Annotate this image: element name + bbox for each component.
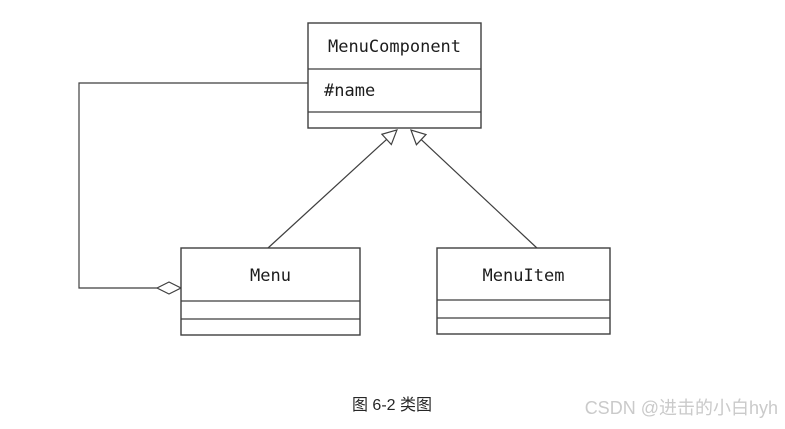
generalization-menuitem-edge bbox=[410, 129, 539, 250]
class-box-menu: Menu bbox=[180, 247, 361, 336]
watermark-text: CSDN @进击的小白hyh bbox=[585, 398, 778, 418]
aggregation-diamond-icon bbox=[155, 281, 183, 295]
class-box-menucomponent: MenuComponent #name bbox=[307, 22, 482, 129]
class-menu-frame bbox=[180, 247, 361, 336]
class-menucomponent-frame bbox=[307, 22, 482, 129]
class-menu-name: Menu bbox=[250, 266, 291, 286]
class-menuitem-name: MenuItem bbox=[483, 266, 565, 286]
aggregation-edge-line bbox=[78, 82, 308, 289]
class-menuitem-frame bbox=[436, 247, 611, 335]
figure-caption: 图 6-2 类图 bbox=[352, 396, 432, 414]
class-menucomponent-attribute-name: #name bbox=[324, 81, 375, 101]
class-box-menuitem: MenuItem bbox=[436, 247, 611, 335]
generalization-menu-edge bbox=[267, 129, 398, 249]
class-menucomponent-name: MenuComponent bbox=[328, 37, 461, 57]
